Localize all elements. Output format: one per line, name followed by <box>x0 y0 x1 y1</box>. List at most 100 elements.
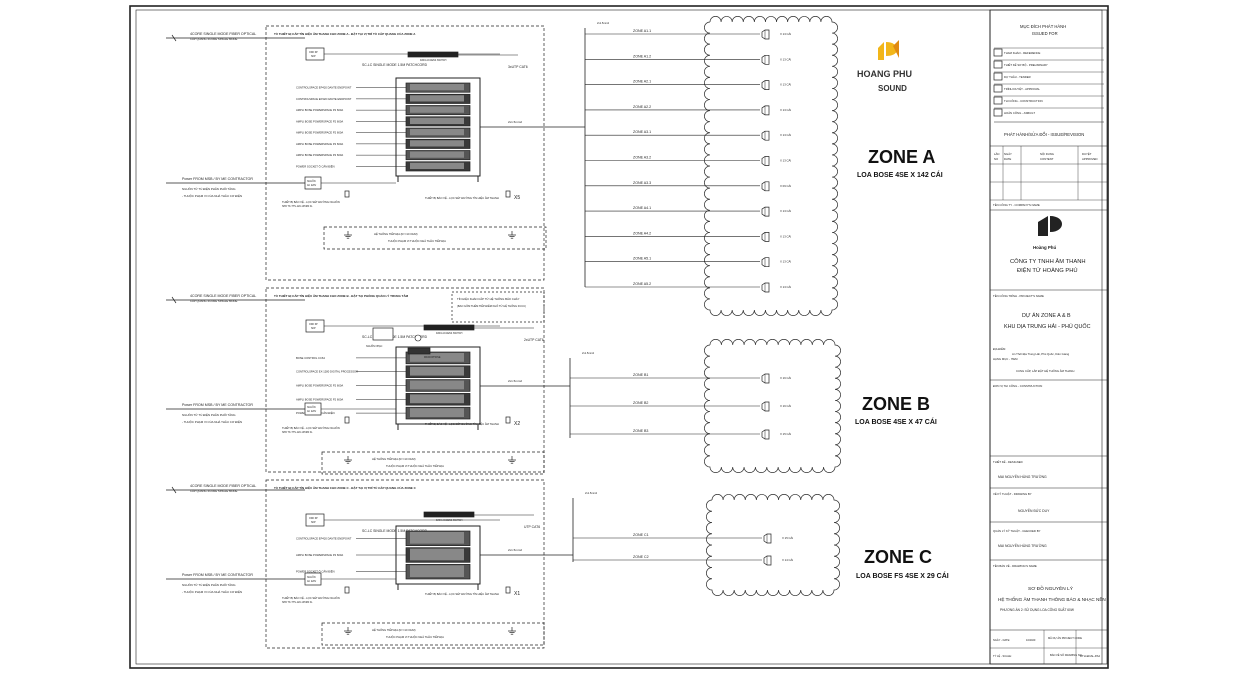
power-label: Power FROM MSB / BY ME CONTRACTOR <box>182 177 253 181</box>
zone-line-label: ZONE A2.1 <box>633 80 651 84</box>
purpose-checkbox <box>993 96 1003 105</box>
ground-icon <box>508 627 516 635</box>
cat6-label: UTP CAT6 <box>524 525 540 529</box>
zone-line-label: ZONE C2 <box>633 555 649 559</box>
zone-line-label: ZONE A3.1 <box>633 130 651 134</box>
rack-device-face <box>410 353 464 362</box>
drawing-no-label: BẢN VẼ SỐ DRAWING NO <box>1050 652 1082 657</box>
address-label: ĐỊA ĐIỂM <box>993 346 1006 351</box>
signal-note: THIẾT BỊ BẢO VỆ - LỌC SÉT ĐƯỜNG TÍN HIỆU… <box>425 195 499 200</box>
project-name: KHU DỊA TRUNG HẢI - PHÚ QUỐC <box>1004 323 1091 330</box>
surge-filter <box>344 190 350 198</box>
ground-sub: THUỘC PHẠM VI THUỘC NHÀ THẦU TIẾP ĐỊA <box>386 463 444 468</box>
rev-col-head: NGÀY <box>1004 152 1012 156</box>
speaker-count: X 16 CÁI <box>780 376 791 380</box>
speaker-body <box>761 105 770 116</box>
zone-line-label: ZONE A2.2 <box>633 105 651 109</box>
speaker-icon <box>761 29 770 40</box>
zone-line-label: ZONE A5.2 <box>633 282 651 286</box>
date-label: NGÀY - DATE: <box>993 638 1010 642</box>
speaker-body <box>761 232 770 242</box>
cloud-outline <box>704 339 841 473</box>
designer: MAI NGUYỄN HÙNG TRƯỜNG <box>998 474 1047 479</box>
power-source-box <box>304 572 322 586</box>
checker: MAI NGUYỄN HÙNG TRƯỜNG <box>998 543 1047 548</box>
company-label: TÊN CÔNG TY - COMPANY'S NAME <box>993 202 1040 207</box>
speaker-icon <box>761 130 770 141</box>
fiber-label: 4CORE SINGLE MODE FIBER OPTICAL <box>190 294 256 298</box>
mic-label: MICROPHONE <box>424 356 441 359</box>
rev-col-head: CONTENT <box>1040 157 1054 161</box>
rack-device-face <box>410 106 464 113</box>
inner-border <box>135 9 1103 665</box>
speaker-body <box>761 282 770 293</box>
speaker-count: X 13 CÁI <box>780 159 791 163</box>
speaker-cable-label: 2x1.5mm2 <box>508 120 522 124</box>
rack-enclosure <box>265 479 545 649</box>
speaker-count: X 15 CÁI <box>780 432 791 436</box>
signal-protector <box>505 190 511 198</box>
signal-protector <box>505 416 511 424</box>
rack-cabinet <box>395 77 481 177</box>
rack-header: TỦ THIẾT BỊ CẤP TÍN HIỆU ÂM THANH CHO ZO… <box>274 31 416 36</box>
drawing-name: HỆ THỐNG ÂM THANH THÔNG BÁO & NHẠC NỀN <box>998 595 1106 602</box>
speaker-count: X 15 CÁI <box>782 536 793 540</box>
pc-label: NGUỒN NHẠC <box>366 345 383 348</box>
device-label: POWER SOCKET Ổ CẮM ĐIỆN <box>296 569 335 574</box>
mic-icon <box>414 334 422 342</box>
purpose-item: THAM KHẢO - REFERENCE <box>1004 50 1040 55</box>
company-name: CÔNG TY TNHH ÂM THANH <box>1010 258 1086 265</box>
speaker-body <box>761 181 770 192</box>
zone-line-label: ZONE A1.1 <box>633 29 651 33</box>
multiplier: X1 <box>514 591 520 597</box>
device-label: AMPLI BOSE POWERSPACE P2 600A <box>296 397 343 401</box>
ground-box <box>323 226 547 250</box>
fiber-label: 4CORE SINGLE MODE FIBER OPTICAL <box>190 32 256 36</box>
cat6-label: 2xUTP CAT6 <box>524 338 544 342</box>
speaker-icon <box>761 429 770 440</box>
rack-device-face <box>410 84 464 91</box>
speaker-body <box>761 29 770 40</box>
zone-a-title: ZONE A <box>868 147 936 167</box>
power-note: - THUỘC PHẠM VI CỦA NHÀ THẦU CƠ ĐIỆN <box>182 419 242 424</box>
device-label: CONTROLSPACE EP420 DANTE ENDPOINT <box>296 536 352 540</box>
rack-device-face <box>410 394 464 404</box>
ground-box <box>321 622 545 646</box>
filter-spec: SPD TK-TTS-120-1P/480 FL <box>282 205 313 208</box>
zone-b-title: ZONE B <box>862 394 931 414</box>
drawing-name: PHƯƠNG ÁN 2: SỬ DỤNG LOA CÔNG SUẤT 60W <box>1000 607 1074 612</box>
speaker-icon <box>761 80 770 90</box>
switch-label: DATA ACCESS SWITCH <box>436 332 463 335</box>
ground-sub: THUỘC PHẠM VI THUỘC NHÀ THẦU TIẾP ĐỊA <box>386 634 444 639</box>
device-label: AMPLI BOSE POWERSPACE P2 600A <box>296 142 343 146</box>
access-switch <box>423 511 475 518</box>
power-note: NGUỒN TỪ TỦ ĐIỆN PHÂN PHỐI TẦNG <box>182 582 236 587</box>
switch-label: DATA ACCESS SWITCH <box>436 519 463 522</box>
speaker-cable-label: 2x1.5mm2 <box>508 379 522 383</box>
speaker-icon <box>761 156 770 166</box>
odf-label: ODF 6P <box>309 51 318 54</box>
company-name: ĐIỆN TỬ HOÀNG PHÚ <box>1017 266 1078 274</box>
access-switch <box>407 51 459 58</box>
purpose-item: DỰ THẦU - TENDER <box>1004 75 1031 79</box>
filter-note: THIẾT BỊ BẢO VỆ - LỌC SÉT ĐƯỜNG NGUỒN <box>282 595 340 600</box>
rack-header: TỦ THIẾT BỊ CẤP TÍN HIỆU ÂM THANH CHO ZO… <box>274 293 409 298</box>
speaker-count: X 13 CÁI <box>780 285 791 289</box>
rev-col-head: DATE <box>1004 157 1011 161</box>
speaker-body <box>761 156 770 166</box>
drawer-label: VẼ KỸ THUẬT - DRAWING BY <box>993 491 1032 496</box>
rack-device-face <box>410 408 464 417</box>
zone-b-subtitle: LOA BOSE 4SE X 47 CÁI <box>855 419 937 426</box>
speaker-icon <box>763 555 772 566</box>
purpose-checkbox <box>993 48 1003 57</box>
signal-protector <box>505 586 511 594</box>
device-label: AMPLI BOSE POWERSPACE P2 600A <box>296 108 343 112</box>
zone-line-label: ZONE B1 <box>633 373 648 377</box>
rev-col-head: NO <box>994 157 999 161</box>
drawing-label: TÊN BẢN VẼ - DRAWING'S NAME <box>993 563 1037 568</box>
rev-col-head: APPROVED <box>1082 157 1098 161</box>
purpose-checkbox <box>993 72 1003 81</box>
fiber-label: 4CORE SINGLE MODE FIBER OPTICAL <box>190 484 256 488</box>
